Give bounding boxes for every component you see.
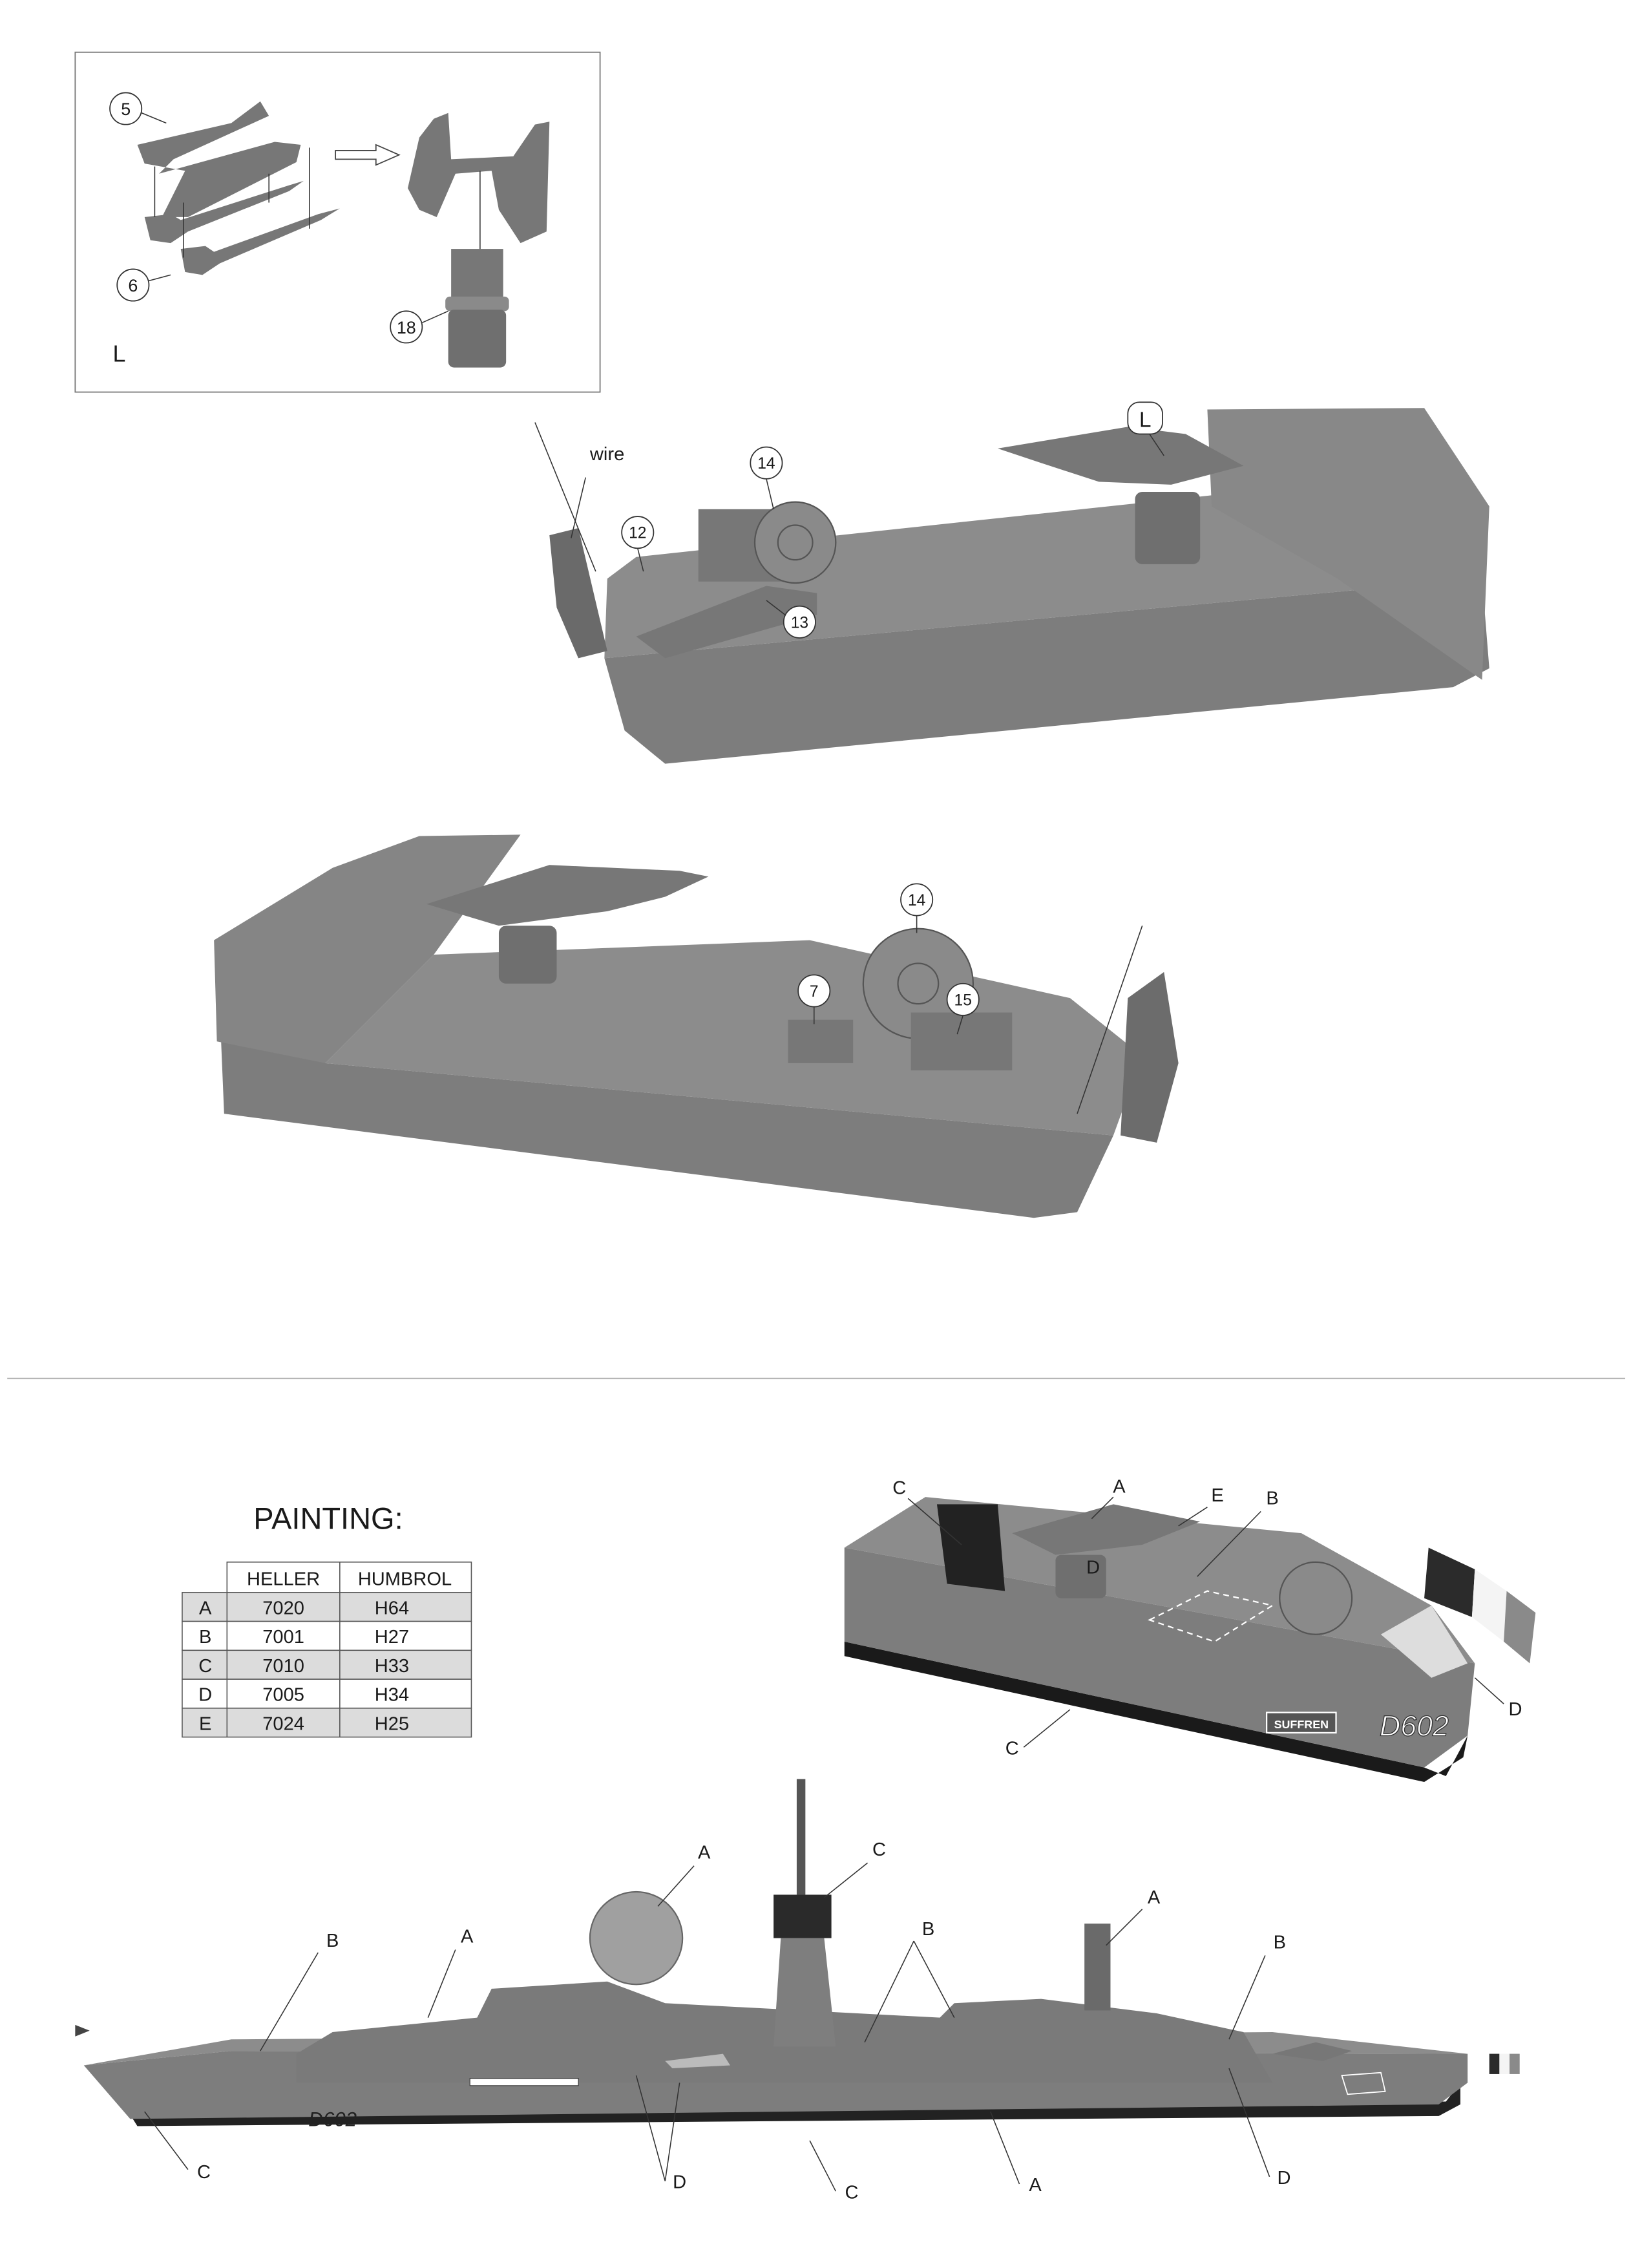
- callout-13: 13: [766, 600, 816, 639]
- part-6-missiles: [144, 147, 340, 275]
- svg-text:A: A: [1029, 2175, 1042, 2196]
- callout-18: 18: [390, 310, 448, 344]
- humbrol-cell: H64: [375, 1598, 409, 1618]
- column-heller: HELLER: [247, 1569, 320, 1590]
- callout-14-lower: 14: [900, 883, 934, 933]
- callout-7: 7: [797, 974, 831, 1024]
- radome: [589, 1891, 684, 1986]
- hull-number-stern: D602: [1380, 1710, 1449, 1742]
- svg-text:C: C: [892, 1478, 906, 1499]
- table-row: B 7001 H27: [182, 1620, 472, 1651]
- svg-text:A: A: [1148, 1887, 1161, 1908]
- color-code-cell: B: [199, 1627, 211, 1648]
- svg-text:5: 5: [121, 100, 131, 119]
- svg-text:D: D: [673, 2172, 686, 2193]
- table-row: D 7005 H34: [182, 1679, 472, 1709]
- svg-text:E: E: [1211, 1485, 1223, 1506]
- svg-text:12: 12: [629, 525, 646, 542]
- svg-text:D: D: [1277, 2168, 1290, 2189]
- bow-pennant-icon: [75, 2024, 90, 2037]
- humbrol-cell: H33: [375, 1656, 409, 1677]
- svg-text:D: D: [1508, 1699, 1522, 1720]
- svg-text:A: A: [698, 1843, 711, 1863]
- color-code-cell: A: [199, 1598, 212, 1618]
- callout-L-upper: L: [1127, 401, 1164, 456]
- svg-text:B: B: [326, 1931, 339, 1951]
- svg-text:18: 18: [397, 318, 416, 337]
- table-row: C 7010 H33: [182, 1649, 472, 1680]
- svg-text:14: 14: [908, 892, 925, 909]
- heller-cell: 7010: [262, 1656, 304, 1677]
- svg-text:D: D: [1086, 1558, 1100, 1578]
- french-flag-icon: [1424, 1547, 1536, 1664]
- humbrol-cell: H25: [375, 1713, 409, 1734]
- callout-5: 5: [109, 92, 167, 125]
- heller-cell: 7005: [262, 1685, 304, 1706]
- part-5-launcher-arm: [137, 101, 301, 217]
- launcher-pedestal: [1135, 492, 1201, 564]
- column-humbrol: HUMBROL: [358, 1569, 452, 1590]
- inset-label-L: L: [113, 341, 126, 367]
- color-code-cell: D: [198, 1685, 212, 1706]
- color-code-cell: E: [199, 1713, 211, 1734]
- svg-text:14: 14: [757, 455, 775, 472]
- svg-text:7: 7: [810, 983, 819, 1001]
- svg-text:6: 6: [128, 276, 138, 295]
- ship-side-view: D602 A C B A A B B C D C A D: [75, 1779, 1520, 2203]
- assembly-arrow-icon: [335, 143, 401, 166]
- humbrol-cell: H34: [375, 1685, 409, 1706]
- table-row: A 7020 H64: [182, 1592, 472, 1622]
- svg-text:B: B: [1274, 1932, 1286, 1953]
- french-flag-stern-icon: [1489, 2053, 1520, 2074]
- part-14-reel: [698, 501, 837, 584]
- part-14-reel-lower: [862, 927, 1013, 1071]
- humbrol-cell: H27: [375, 1627, 409, 1648]
- table-row: E 7024 H25: [182, 1708, 472, 1738]
- heller-cell: 7024: [262, 1713, 304, 1734]
- color-code-cell: C: [198, 1656, 212, 1677]
- svg-text:SUFFREN: SUFFREN: [1274, 1718, 1329, 1731]
- svg-text:13: 13: [791, 614, 808, 631]
- callout-6: 6: [116, 268, 171, 302]
- svg-text:L: L: [1139, 408, 1152, 432]
- wire-label: wire: [589, 444, 624, 465]
- svg-text:C: C: [197, 2162, 211, 2183]
- launcher-missiles: [997, 427, 1244, 485]
- callout-15: 15: [946, 982, 980, 1035]
- part-18-pedestal: [445, 249, 509, 368]
- svg-text:C: C: [1005, 1738, 1019, 1759]
- stern-painting-view: SUFFREN D602 C A E B D D C: [844, 1476, 1536, 1782]
- svg-text:C: C: [872, 1839, 886, 1860]
- stern-detail-view-upper: wire 14 12 13 L: [534, 401, 1489, 764]
- part-7-winch: [788, 1019, 854, 1063]
- svg-text:A: A: [1113, 1476, 1126, 1497]
- heller-cell: 7001: [262, 1627, 304, 1648]
- svg-text:C: C: [845, 2182, 858, 2203]
- hull-number-side: D602: [308, 2108, 357, 2130]
- heller-cell: 7020: [262, 1598, 304, 1618]
- inset-launcher-assembly: 5 6 18 L: [74, 51, 601, 393]
- svg-text:B: B: [922, 1919, 934, 1940]
- lower-launcher-missiles: [426, 865, 709, 926]
- svg-text:A: A: [461, 1926, 474, 1947]
- stern-detail-view-lower: 14 7 15: [214, 834, 1179, 1218]
- svg-text:15: 15: [954, 991, 972, 1009]
- name-plate: [1266, 1712, 1337, 1733]
- callout-12: 12: [621, 516, 655, 572]
- callout-14-upper: 14: [750, 446, 783, 510]
- svg-text:B: B: [1266, 1488, 1278, 1509]
- painting-title: PAINTING:: [253, 1501, 403, 1535]
